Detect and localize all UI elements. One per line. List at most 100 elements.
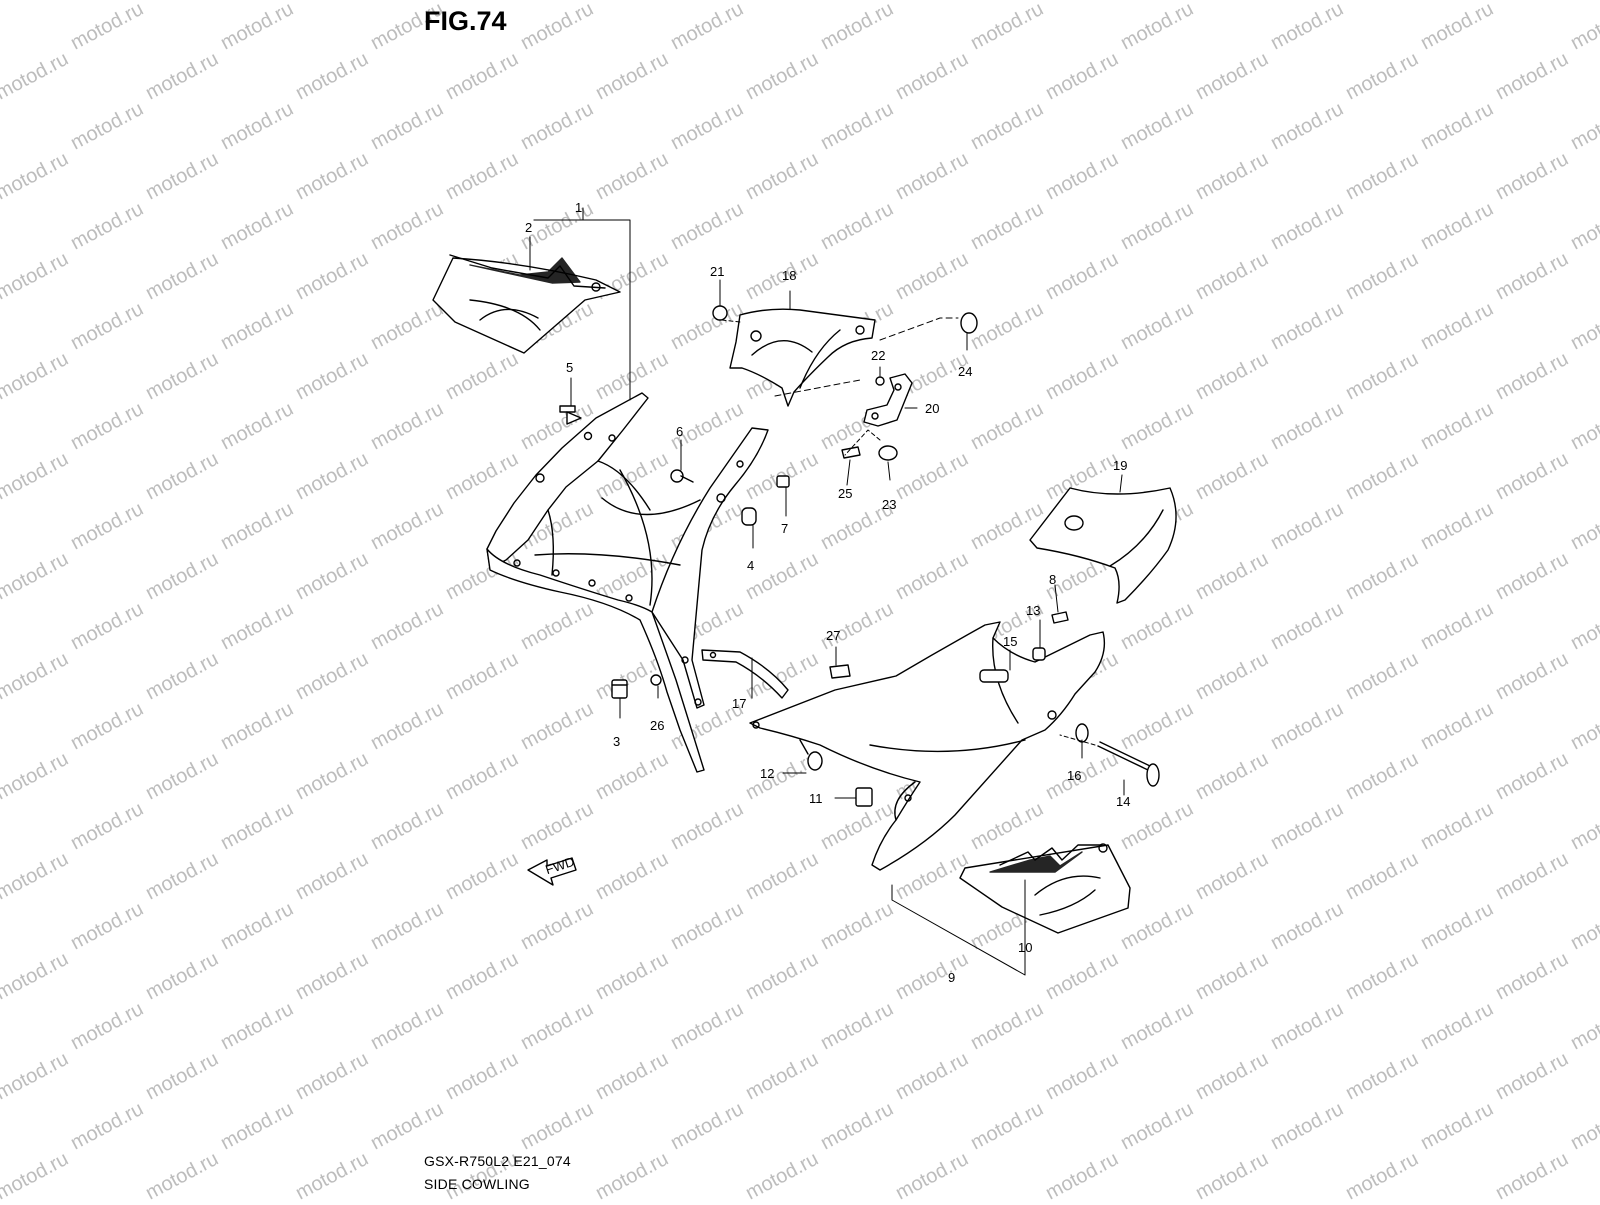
watermark-text: motod.ru (292, 948, 372, 1004)
upper-cowling-part (486, 392, 769, 773)
watermark-text: motod.ru (67, 98, 147, 154)
watermark-text: motod.ru (142, 348, 222, 404)
watermark-text: motod.ru (217, 1098, 297, 1154)
watermark-text: motod.ru (742, 1148, 822, 1200)
watermark-text: motod.ru (1042, 1048, 1122, 1104)
watermark-text: motod.ru (1567, 0, 1600, 54)
watermark-text: motod.ru (1267, 998, 1347, 1054)
watermark-text: motod.ru (1267, 0, 1347, 54)
watermark-text: motod.ru (1117, 0, 1197, 54)
watermark-text: motod.ru (0, 948, 72, 1004)
watermark-text: motod.ru (367, 498, 447, 554)
watermark-text: motod.ru (292, 148, 372, 204)
watermark-text: motod.ru (817, 1098, 897, 1154)
watermark-text: motod.ru (292, 648, 372, 704)
watermark-text: motod.ru (592, 48, 672, 104)
watermark-text: motod.ru (517, 798, 597, 854)
watermark-text: motod.ru (142, 548, 222, 604)
callout-8: 8 (1049, 572, 1056, 587)
watermark-text: motod.ru (1342, 0, 1422, 4)
watermark-text: motod.ru (742, 1048, 822, 1104)
watermark-text: motod.ru (142, 148, 222, 204)
watermark-text: motod.ru (142, 1148, 222, 1200)
watermark-text: motod.ru (367, 798, 447, 854)
watermark-text: motod.ru (442, 448, 522, 504)
watermark-text: motod.ru (1417, 898, 1497, 954)
watermark-text: motod.ru (1567, 698, 1600, 754)
watermark-text: motod.ru (1492, 548, 1572, 604)
callout-5: 5 (566, 360, 573, 375)
watermark-text: motod.ru (67, 198, 147, 254)
watermark-text: motod.ru (517, 1098, 597, 1154)
watermark-text: motod.ru (1417, 198, 1497, 254)
watermark-text: motod.ru (0, 0, 72, 4)
watermark-text: motod.ru (67, 798, 147, 854)
watermark-text: motod.ru (142, 248, 222, 304)
watermark-text: motod.ru (1417, 298, 1497, 354)
callout-16: 16 (1067, 768, 1081, 783)
watermark-text: motod.ru (0, 848, 72, 904)
watermark-text: motod.ru (892, 448, 972, 504)
callout-11: 11 (809, 791, 823, 806)
watermark-text: motod.ru (1417, 998, 1497, 1054)
watermark-text: motod.ru (517, 598, 597, 654)
watermark-text: motod.ru (442, 848, 522, 904)
watermark-text: motod.ru (817, 98, 897, 154)
watermark-text: motod.ru (442, 648, 522, 704)
callout-14: 14 (1116, 794, 1130, 809)
watermark-text: motod.ru (442, 148, 522, 204)
watermark-text: motod.ru (967, 998, 1047, 1054)
watermark-text: motod.ru (1042, 48, 1122, 104)
watermark-text: motod.ru (1567, 598, 1600, 654)
watermark-text: motod.ru (367, 398, 447, 454)
watermark-text: motod.ru (1567, 98, 1600, 154)
watermark-text: motod.ru (292, 1148, 372, 1200)
watermark-text: motod.ru (1117, 1098, 1197, 1154)
watermark-text: motod.ru (817, 898, 897, 954)
watermark-text: motod.ru (142, 848, 222, 904)
watermark-text: motod.ru (667, 198, 747, 254)
watermark-text: motod.ru (967, 398, 1047, 454)
watermark-text: motod.ru (1417, 498, 1497, 554)
watermark-text: motod.ru (292, 48, 372, 104)
watermark-text: motod.ru (217, 398, 297, 454)
watermark-text: motod.ru (1417, 798, 1497, 854)
watermark-text: motod.ru (1342, 148, 1422, 204)
watermark-text: motod.ru (592, 148, 672, 204)
watermark-text: motod.ru (1567, 298, 1600, 354)
watermark-text: motod.ru (367, 198, 447, 254)
lower-cowling-part (749, 621, 1106, 871)
leader-lines (529, 207, 1125, 976)
callout-10: 10 (1018, 940, 1032, 955)
watermark-text: motod.ru (0, 48, 72, 104)
watermark-text: motod.ru (442, 48, 522, 104)
watermark-text: motod.ru (142, 0, 222, 4)
watermark-text: motod.ru (892, 148, 972, 204)
watermark-text: motod.ru (67, 398, 147, 454)
watermark-text: motod.ru (742, 848, 822, 904)
watermark-text: motod.ru (592, 1148, 672, 1200)
watermark-text: motod.ru (1342, 348, 1422, 404)
watermark-text: motod.ru (1192, 448, 1272, 504)
watermark-text: motod.ru (967, 198, 1047, 254)
watermark-text: motod.ru (592, 1048, 672, 1104)
callout-21: 21 (710, 264, 724, 279)
watermark-text: motod.ru (1117, 898, 1197, 954)
watermark-text: motod.ru (1567, 198, 1600, 254)
watermark-text: motod.ru (142, 448, 222, 504)
watermark-text: motod.ru (217, 498, 297, 554)
watermark-text: motod.ru (1492, 948, 1572, 1004)
watermark-text: motod.ru (1492, 1048, 1572, 1104)
section-name: SIDE COWLING (424, 1176, 530, 1192)
watermark-text: motod.ru (967, 298, 1047, 354)
watermark-text: motod.ru (217, 0, 297, 54)
watermark-text: motod.ru (1342, 48, 1422, 104)
watermark-text: motod.ru (1492, 648, 1572, 704)
watermark-text: motod.ru (592, 748, 672, 804)
watermark-text: motod.ru (1417, 398, 1497, 454)
watermark-text: motod.ru (1567, 398, 1600, 454)
watermark-text: motod.ru (217, 798, 297, 854)
watermark-text: motod.ru (967, 0, 1047, 54)
watermark-text: motod.ru (1117, 998, 1197, 1054)
watermark-text: motod.ru (1492, 248, 1572, 304)
